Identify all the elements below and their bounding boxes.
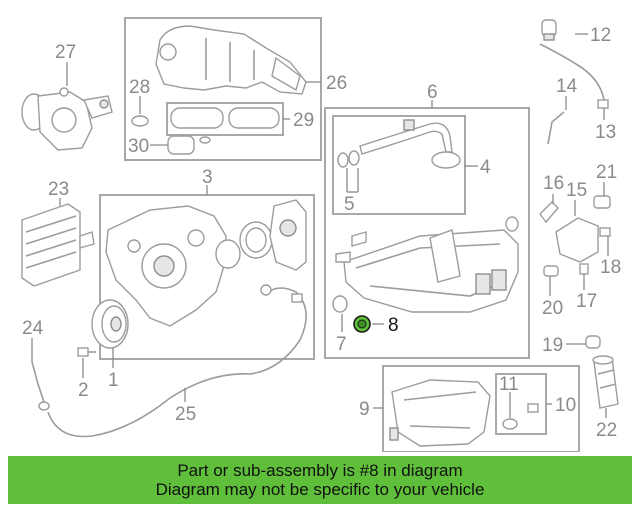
part-8-highlighted[interactable] bbox=[353, 315, 371, 333]
callout-29: 29 bbox=[293, 110, 314, 131]
part-9-lower-oil-pan bbox=[389, 379, 491, 447]
part-15-housing bbox=[555, 217, 599, 263]
part-5-o-ring-b bbox=[348, 150, 360, 166]
banner-line-1: Part or sub-assembly is #8 in diagram bbox=[177, 461, 463, 480]
callout-7: 7 bbox=[336, 334, 347, 355]
part-29-gasket-right bbox=[228, 107, 280, 129]
part-3-timing-cover bbox=[105, 199, 307, 327]
part-30-seal bbox=[167, 135, 195, 155]
part-20-sensor bbox=[543, 265, 559, 277]
callout-15: 15 bbox=[566, 180, 587, 201]
part-29-gasket-left bbox=[170, 107, 224, 129]
callout-4: 4 bbox=[480, 157, 491, 178]
part-18-sensor bbox=[599, 227, 611, 237]
callout-26: 26 bbox=[326, 73, 347, 94]
leader-lines bbox=[31, 33, 609, 418]
callout-5: 5 bbox=[344, 194, 355, 215]
callout-labels: 27 28 26 29 30 6 4 5 3 23 7 8 12 13 14 1… bbox=[22, 25, 621, 441]
part-21-sensor bbox=[593, 195, 611, 209]
callout-6: 6 bbox=[427, 82, 438, 103]
part-7-seal bbox=[332, 295, 348, 313]
part-14-tube bbox=[547, 111, 565, 145]
callout-25: 25 bbox=[175, 404, 196, 425]
part-6-oil-pan bbox=[335, 216, 519, 313]
callout-9: 9 bbox=[359, 399, 370, 420]
part-1-crank-pulley bbox=[91, 299, 129, 349]
part-24-dipstick-tube bbox=[31, 361, 50, 411]
part-12-cap bbox=[541, 19, 557, 41]
callout-3: 3 bbox=[202, 167, 213, 188]
part-2-bolt bbox=[77, 347, 96, 357]
part-13-tube bbox=[539, 43, 605, 101]
part-26-intake-manifold bbox=[155, 25, 307, 95]
callout-14: 14 bbox=[556, 76, 578, 97]
part-17-sensor bbox=[579, 263, 589, 275]
callout-16: 16 bbox=[543, 173, 564, 194]
callout-1: 1 bbox=[108, 370, 119, 391]
part-16-gasket bbox=[539, 201, 559, 224]
banner-line-2: Diagram may not be specific to your vehi… bbox=[155, 480, 485, 499]
info-banner: Part or sub-assembly is #8 in diagram Di… bbox=[8, 456, 632, 504]
callout-8: 8 bbox=[388, 315, 399, 336]
part-19-plug bbox=[585, 335, 601, 349]
callout-21: 21 bbox=[596, 162, 617, 183]
callout-20: 20 bbox=[542, 298, 563, 319]
part-23-oil-cooler bbox=[21, 203, 95, 287]
callout-23: 23 bbox=[48, 179, 69, 200]
callout-13: 13 bbox=[595, 122, 616, 143]
callout-12: 12 bbox=[590, 25, 611, 46]
part-10-drain-plug bbox=[527, 403, 539, 413]
group-box-oil-pickup bbox=[332, 115, 466, 215]
part-5-o-ring-a bbox=[337, 152, 349, 168]
part-25-wiring-harness bbox=[47, 287, 307, 438]
callout-22: 22 bbox=[596, 420, 617, 441]
part-28-o-ring bbox=[131, 115, 149, 127]
group-box-oil-pan bbox=[324, 107, 530, 359]
callout-27: 27 bbox=[55, 42, 76, 63]
part-22-oil-filter bbox=[592, 355, 619, 409]
callout-10: 10 bbox=[555, 395, 576, 416]
callout-30: 30 bbox=[128, 136, 149, 157]
parts-diagram: 27 28 26 29 30 6 4 5 3 23 7 8 12 13 14 1… bbox=[21, 17, 621, 452]
callout-24: 24 bbox=[22, 318, 44, 339]
group-box-lower-pan bbox=[382, 365, 580, 452]
callout-19: 19 bbox=[542, 335, 563, 356]
callout-28: 28 bbox=[129, 77, 150, 98]
callout-18: 18 bbox=[600, 257, 621, 278]
group-box-intake bbox=[124, 17, 322, 161]
callout-17: 17 bbox=[576, 291, 597, 312]
part-11-washer bbox=[502, 418, 518, 430]
callout-11: 11 bbox=[499, 374, 519, 395]
part-4-oil-pickup-tube bbox=[359, 119, 461, 169]
callout-2: 2 bbox=[78, 380, 89, 401]
part-27-water-outlet bbox=[21, 87, 113, 151]
